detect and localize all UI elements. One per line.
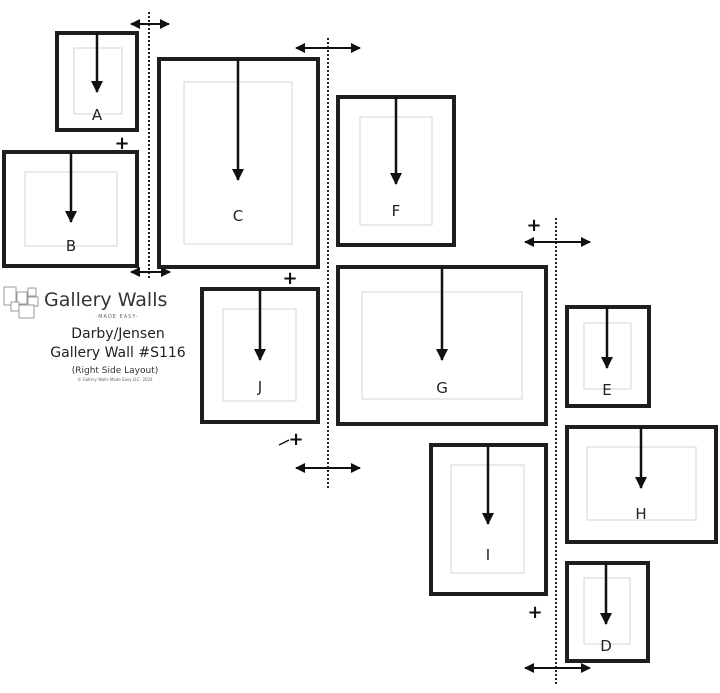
layout-name: Darby/Jensen bbox=[71, 326, 164, 342]
frame-e: E bbox=[565, 305, 651, 408]
frame-d: D bbox=[565, 561, 650, 663]
frame-label: I bbox=[486, 546, 490, 564]
copyright: © Gallery Walls Made Easy LLC. 2024 bbox=[77, 377, 153, 382]
plus-marker: + bbox=[288, 429, 303, 450]
frame-h: H bbox=[565, 425, 718, 544]
frame-label: E bbox=[602, 381, 611, 399]
logo-brand: Gallery Walls bbox=[44, 289, 167, 311]
logo-icon bbox=[3, 286, 39, 319]
logo-tagline: -MADE EASY- bbox=[95, 314, 138, 320]
frame-label: G bbox=[436, 379, 448, 397]
layout-subtitle: (Right Side Layout) bbox=[72, 366, 159, 376]
logo-block: Gallery Walls -MADE EASY- Darby/Jensen G… bbox=[3, 286, 186, 382]
frame-label: H bbox=[635, 505, 646, 523]
frame-label: F bbox=[392, 202, 401, 220]
frame-c: C bbox=[157, 57, 320, 269]
frame-label: C bbox=[233, 207, 243, 225]
layout-number: Gallery Wall #S116 bbox=[50, 345, 185, 361]
plus-marker: + bbox=[527, 602, 542, 623]
frame-b: B bbox=[2, 150, 139, 268]
frame-f: F bbox=[336, 95, 456, 247]
slash-mark bbox=[278, 439, 290, 446]
plus-marker: + bbox=[114, 133, 129, 154]
frame-i: I bbox=[429, 443, 548, 596]
frame-label: B bbox=[66, 237, 76, 255]
frame-label: A bbox=[92, 106, 103, 124]
frame-g: G bbox=[336, 265, 548, 426]
plus-marker: + bbox=[526, 215, 541, 236]
frame-label: J bbox=[257, 378, 262, 396]
frame-j: J bbox=[200, 287, 320, 424]
frame-a: A bbox=[55, 31, 139, 132]
plus-marker: + bbox=[282, 268, 297, 289]
frame-label: D bbox=[600, 637, 612, 655]
